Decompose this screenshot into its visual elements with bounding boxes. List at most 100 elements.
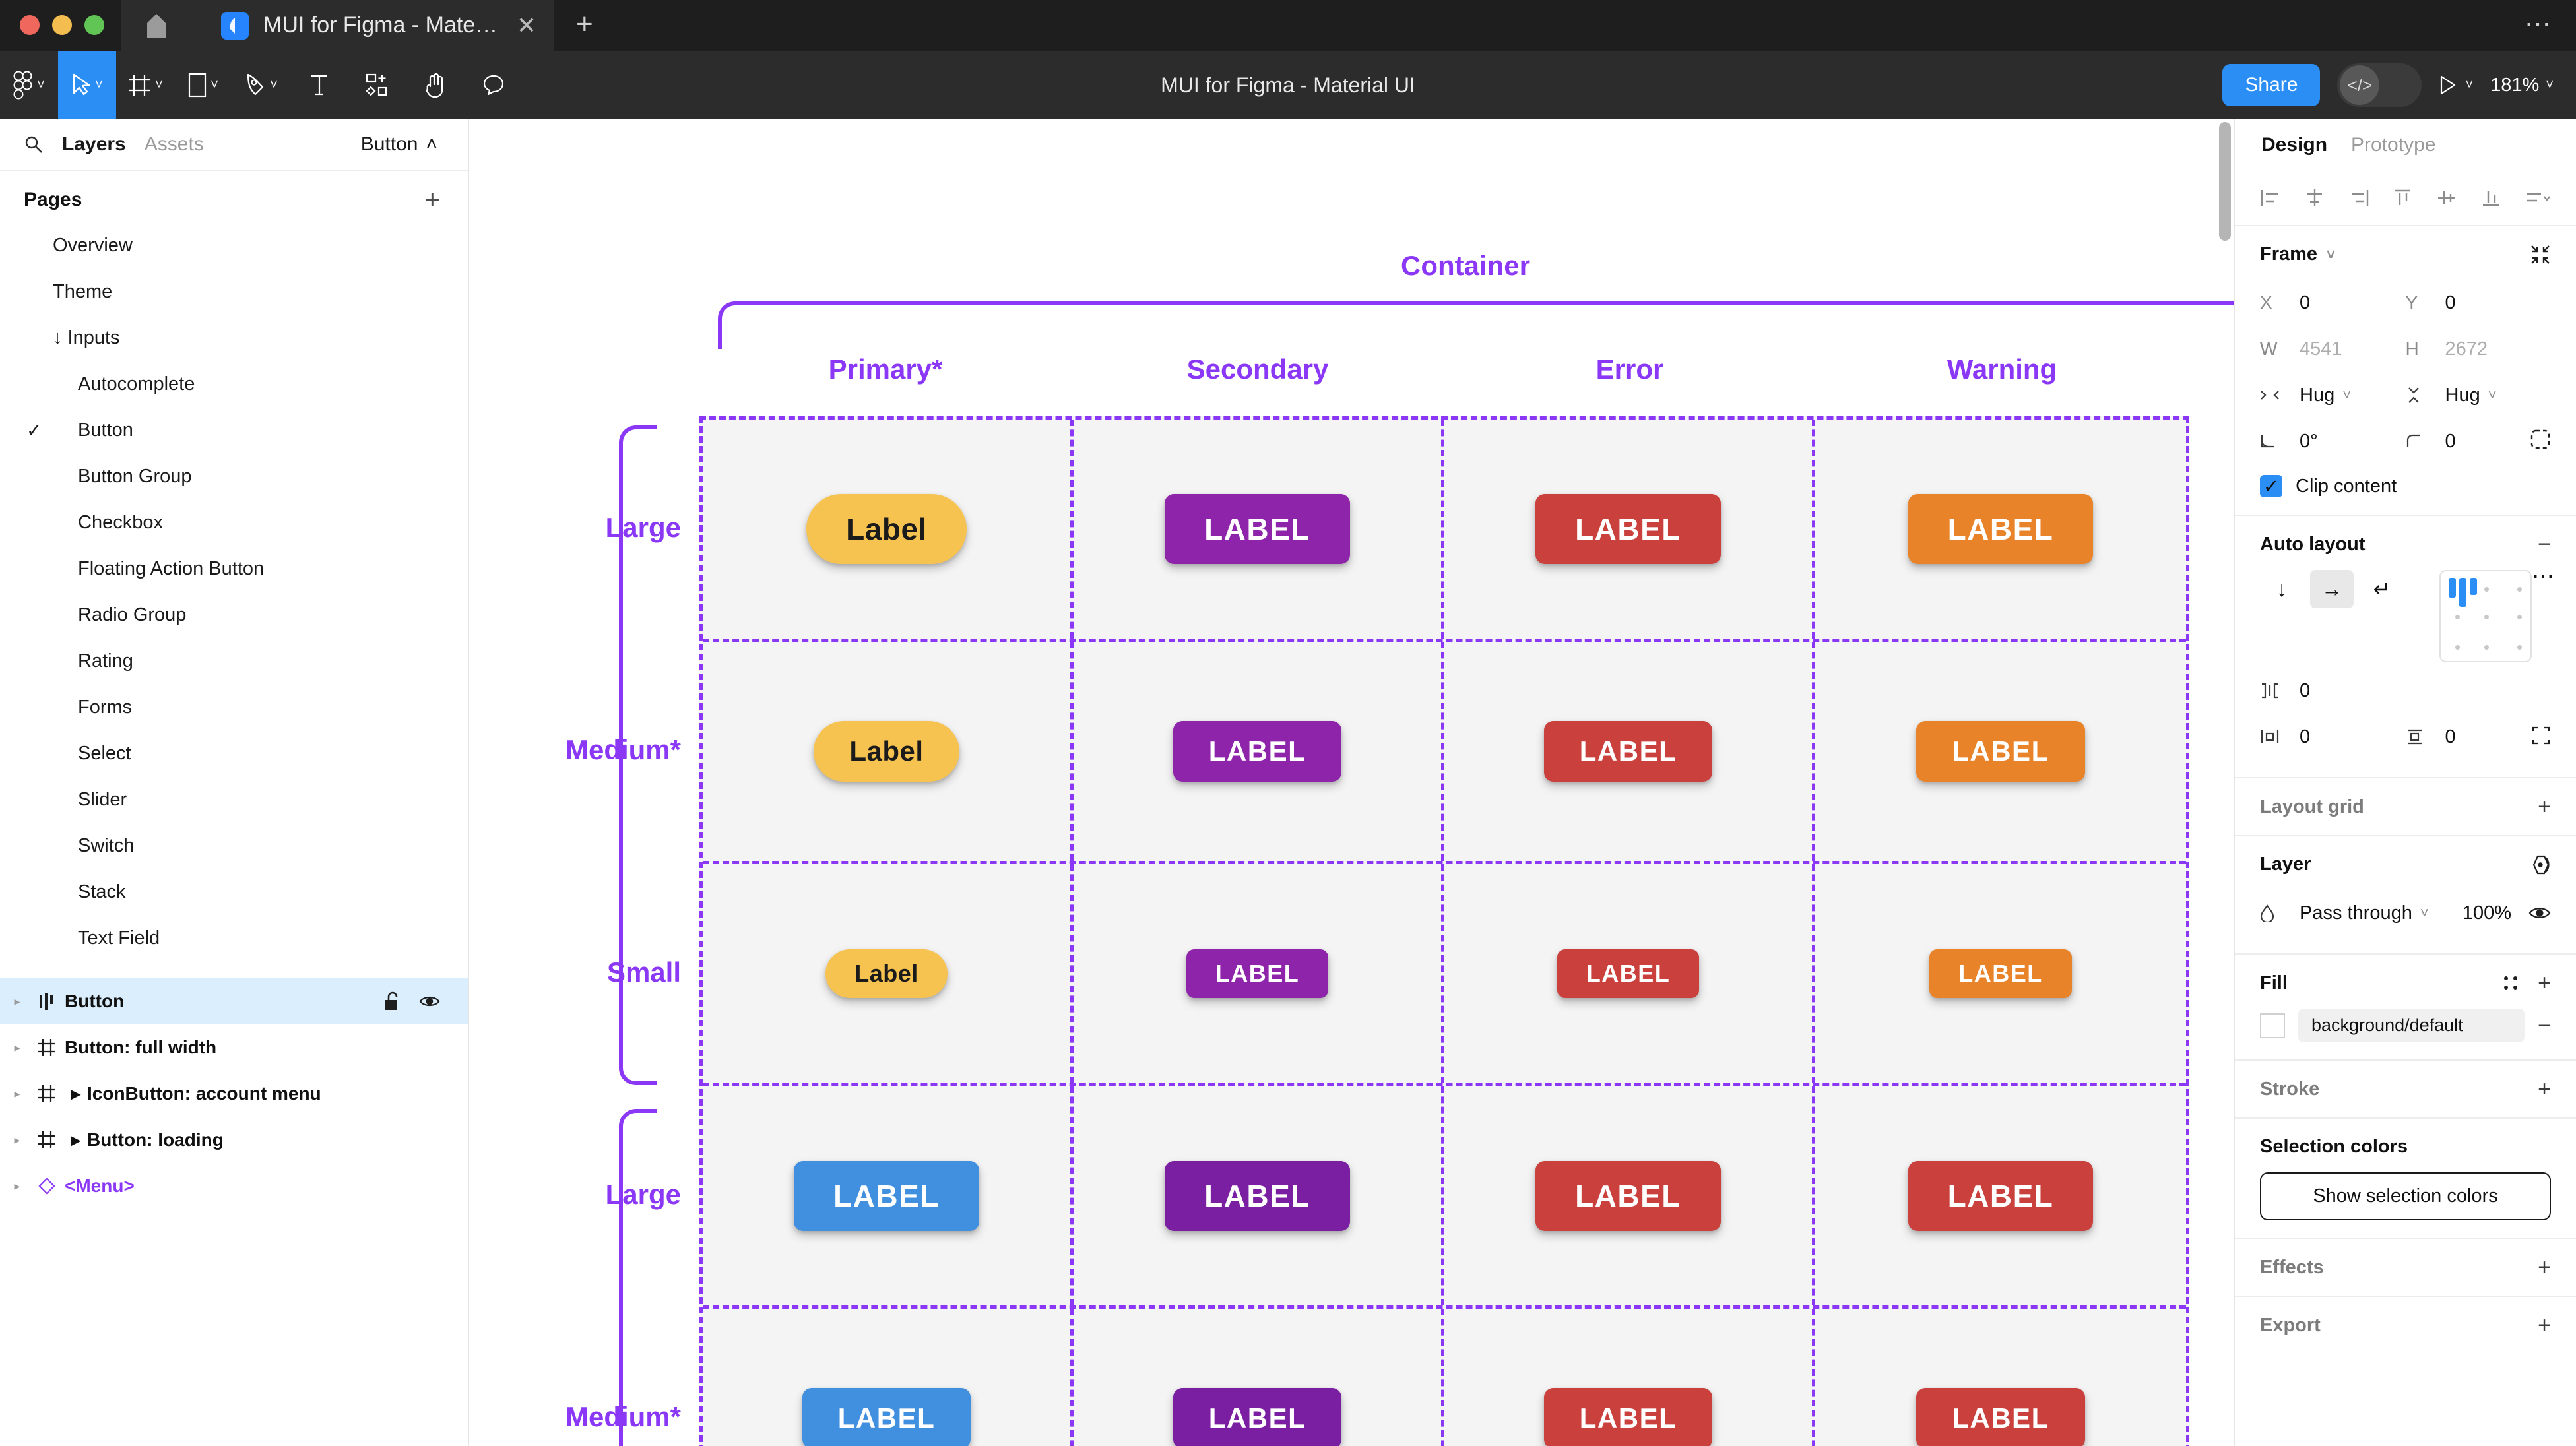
frame-tool[interactable]: ˅ (116, 51, 174, 119)
ellipsis-icon[interactable]: ⋯ (2525, 10, 2552, 39)
expand-arrow-icon[interactable]: ▸ (14, 994, 20, 1008)
eye-icon[interactable] (2528, 905, 2551, 921)
corner-radius-field[interactable]: 0 (2406, 418, 2552, 464)
plus-icon[interactable]: + (2538, 970, 2551, 995)
page-item-switch[interactable]: Switch (0, 823, 468, 869)
page-item-text-field[interactable]: Text Field (0, 915, 468, 961)
close-icon[interactable]: ✕ (516, 11, 536, 39)
frame-w-field[interactable]: W 4541 (2260, 326, 2406, 372)
chevron-down-icon[interactable]: ˅ (2327, 245, 2335, 263)
page-item-checkbox[interactable]: Checkbox (0, 499, 468, 546)
direction-wrap-button[interactable]: ↵ (2373, 577, 2391, 601)
material-button[interactable]: LABEL (1929, 949, 2072, 998)
styles-icon[interactable] (2502, 974, 2519, 991)
maximize-window-button[interactable] (84, 15, 104, 35)
page-item-button[interactable]: ✓Button (0, 407, 468, 453)
minus-icon[interactable]: − (2538, 1013, 2551, 1038)
tab-assets[interactable]: Assets (144, 133, 204, 155)
home-button[interactable] (121, 0, 191, 51)
browser-tab-active[interactable]: MUI for Figma - Material UI ✕ (191, 0, 554, 51)
material-button[interactable]: LABEL (1165, 1161, 1350, 1231)
page-item-overview[interactable]: Overview (0, 222, 468, 268)
padding-vertical-field[interactable]: 0 (2406, 714, 2552, 760)
align-top-icon[interactable] (2392, 188, 2413, 208)
layer-style-icon[interactable] (2530, 855, 2551, 875)
independent-corners-icon[interactable] (2530, 429, 2551, 450)
material-button[interactable]: LABEL (1173, 721, 1342, 782)
plus-icon[interactable]: + (424, 185, 440, 214)
frame-y-field[interactable]: Y 0 (2406, 280, 2552, 326)
expand-arrow-icon[interactable]: ▸ (14, 1040, 20, 1054)
page-item-inputs[interactable]: ↓ Inputs (0, 315, 468, 361)
page-item-rating[interactable]: Rating (0, 638, 468, 684)
material-button[interactable]: Label (825, 949, 948, 998)
layer-row[interactable]: ▸▶IconButton: account menu (0, 1071, 468, 1117)
search-icon[interactable] (24, 135, 44, 154)
page-item-slider[interactable]: Slider (0, 776, 468, 823)
tab-prototype[interactable]: Prototype (2351, 134, 2436, 156)
eye-icon[interactable] (419, 993, 440, 1009)
material-button[interactable]: LABEL (1543, 1388, 1713, 1446)
plus-icon[interactable]: + (2538, 794, 2551, 819)
distribute-menu-icon[interactable] (2525, 188, 2551, 208)
new-tab-icon[interactable]: + (576, 8, 593, 40)
auto-layout-alignment-picker[interactable] (2439, 570, 2532, 662)
material-button[interactable]: LABEL (1557, 949, 1700, 998)
material-button[interactable]: LABEL (1916, 721, 2085, 782)
material-button[interactable]: LABEL (1173, 1388, 1342, 1446)
align-horizontal-center-icon[interactable] (2304, 188, 2325, 208)
pen-tool[interactable]: ˅ (232, 51, 290, 119)
page-item-floating-action-button[interactable]: Floating Action Button (0, 546, 468, 592)
fill-style-row[interactable]: background/default − (2260, 1009, 2551, 1042)
material-button[interactable]: LABEL (1908, 494, 2094, 564)
move-tool[interactable]: ˅ (58, 51, 116, 119)
material-button[interactable]: LABEL (1186, 949, 1329, 998)
material-button[interactable]: Label (806, 494, 967, 564)
frame-x-field[interactable]: X 0 (2260, 280, 2406, 326)
components-icon[interactable] (348, 51, 406, 119)
align-vertical-center-icon[interactable] (2436, 188, 2457, 208)
material-button[interactable]: LABEL (1535, 1161, 1721, 1231)
comment-tool[interactable] (465, 51, 523, 119)
page-item-stack[interactable]: Stack (0, 869, 468, 915)
collapse-caret-icon[interactable]: ▶ (71, 1086, 81, 1102)
align-right-icon[interactable] (2348, 188, 2369, 208)
material-button[interactable]: LABEL (794, 1161, 979, 1231)
show-selection-colors-button[interactable]: Show selection colors (2260, 1172, 2551, 1220)
page-item-autocomplete[interactable]: Autocomplete (0, 361, 468, 407)
blend-mode-field[interactable]: Pass through ˅ (2260, 890, 2440, 936)
auto-layout-more-icon[interactable]: ⋯ (2532, 564, 2556, 589)
page-item-radio-group[interactable]: Radio Group (0, 592, 468, 638)
hand-tool[interactable] (406, 51, 465, 119)
padding-horizontal-field[interactable]: 0 (2260, 714, 2406, 760)
close-window-button[interactable] (20, 15, 40, 35)
layer-row[interactable]: ▸Button (0, 978, 468, 1024)
material-button[interactable]: LABEL (802, 1388, 971, 1446)
minus-icon[interactable]: − (2538, 532, 2551, 557)
text-tool[interactable] (290, 51, 348, 119)
resize-height-field[interactable]: Hug ˅ (2406, 372, 2552, 418)
align-left-icon[interactable] (2260, 188, 2281, 208)
plus-icon[interactable]: + (2538, 1313, 2551, 1338)
canvas-scrollbar[interactable] (2219, 122, 2231, 241)
direction-horizontal-button[interactable]: → (2310, 570, 2354, 608)
opacity-field[interactable]: 100% (2440, 890, 2551, 936)
page-item-button-group[interactable]: Button Group (0, 453, 468, 499)
auto-layout-gap-field[interactable]: 0 (2260, 668, 2551, 714)
material-button[interactable]: LABEL (1165, 494, 1350, 564)
page-item-theme[interactable]: Theme (0, 268, 468, 315)
layer-row[interactable]: ▸<Menu> (0, 1163, 468, 1209)
tab-layers[interactable]: Layers (62, 133, 126, 155)
tab-design[interactable]: Design (2261, 134, 2328, 156)
expand-arrow-icon[interactable]: ▸ (14, 1133, 20, 1147)
unlock-icon[interactable] (383, 991, 401, 1011)
fill-color-swatch[interactable] (2260, 1013, 2285, 1038)
dev-mode-toggle[interactable]: </> (2337, 63, 2422, 107)
material-button[interactable]: LABEL (1543, 721, 1713, 782)
layer-row[interactable]: ▸▶Button: loading (0, 1117, 468, 1163)
material-button[interactable]: LABEL (1916, 1388, 2085, 1446)
clip-content-checkbox[interactable]: ✓ (2260, 475, 2282, 497)
fill-style-name[interactable]: background/default (2298, 1009, 2525, 1042)
share-button[interactable]: Share (2222, 64, 2321, 106)
